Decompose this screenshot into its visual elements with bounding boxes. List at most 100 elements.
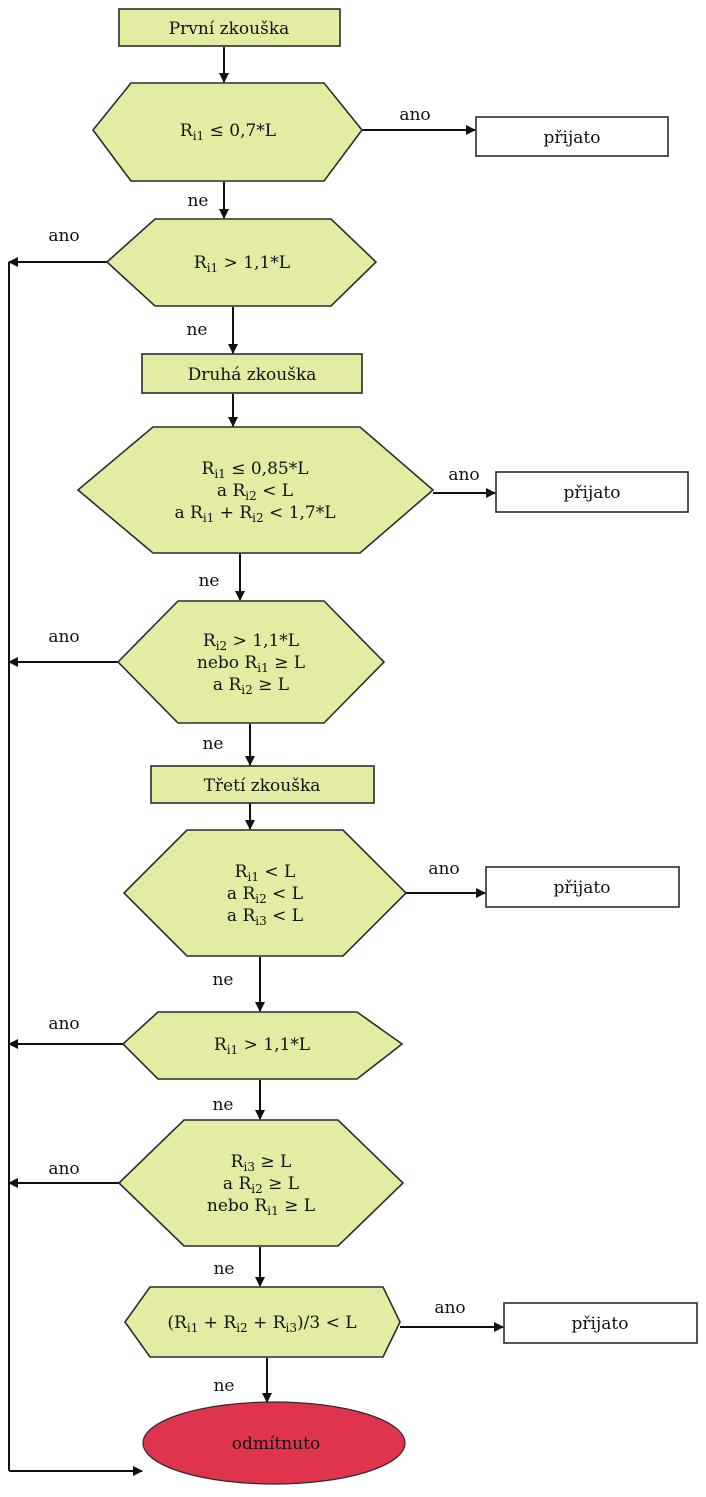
subscript: i3 [243, 1160, 254, 1174]
text-segment: < L [267, 906, 303, 926]
label-yes-d3: ano [448, 465, 479, 485]
label-yes-d8: ano [434, 1298, 465, 1318]
text-segment: R [202, 459, 216, 479]
text-segment: R [231, 1152, 245, 1172]
decision-d3-line-1: Ri1 ≤ 0,85*L [202, 459, 309, 481]
text-segment: a R [213, 675, 243, 695]
stage-third: Třetí zkouška [150, 765, 375, 804]
subscript: i2 [251, 1182, 262, 1196]
decision-d5-line-3: a Ri3 < L [227, 906, 303, 928]
result-rejected-label: odmítnuto [232, 1434, 320, 1454]
text-segment: (R [167, 1313, 188, 1333]
subscript: i1 [227, 1043, 238, 1057]
stage-second-label: Druhá zkouška [188, 365, 317, 385]
flow-lines [8, 47, 504, 1476]
subscript: i2 [245, 489, 256, 503]
decision-d3-line-2: a Ri2 < L [217, 481, 293, 503]
text-segment: R [235, 862, 249, 882]
label-no-d5: ne [212, 970, 233, 990]
text-segment: R [214, 1035, 228, 1055]
result-accepted-3: přijato [485, 866, 680, 908]
decision-d5-line-1: Ri1 < L [235, 862, 296, 884]
result-accepted-3-label: přijato [554, 878, 611, 898]
decision-d1-text: Ri1 ≤ 0,7*L [180, 121, 276, 143]
text-segment: < 1,7*L [264, 503, 336, 523]
text-segment: < L [257, 481, 293, 501]
result-rejected: odmítnuto [142, 1401, 406, 1485]
subscript: i1 [247, 870, 258, 884]
decision-d1-line-1: Ri1 ≤ 0,7*L [180, 121, 276, 143]
decision-d6-text: Ri1 > 1,1*L [214, 1035, 310, 1057]
label-yes-d1: ano [399, 105, 430, 125]
text-segment: > 1,1*L [238, 1035, 310, 1055]
decision-d8-text: (Ri1 + Ri2 + Ri3)/3 < L [167, 1313, 356, 1335]
decision-d8-line-1: (Ri1 + Ri2 + Ri3)/3 < L [167, 1313, 356, 1335]
text-segment: ≥ L [255, 1152, 291, 1172]
text-segment: ≥ L [279, 1196, 315, 1216]
subscript: i2 [255, 892, 266, 906]
label-no-d7: ne [213, 1259, 234, 1279]
label-yes-d5: ano [428, 859, 459, 879]
decision-d8: (Ri1 + Ri2 + Ri3)/3 < L [124, 1286, 401, 1358]
label-yes-d6: ano [48, 1014, 79, 1034]
stage-first-label: První zkouška [169, 19, 290, 39]
label-no-d3: ne [198, 571, 219, 591]
text-segment: R [203, 631, 217, 651]
text-segment: a R [223, 1174, 253, 1194]
text-segment: nebo R [207, 1196, 269, 1216]
text-segment: nebo R [197, 653, 259, 673]
label-yes-d2: ano [48, 226, 79, 246]
text-segment: a R [174, 503, 204, 523]
edge-labels: ano ne ano ne ano ne ano ne ano ne ano n… [48, 105, 479, 1396]
text-segment: < L [259, 862, 295, 882]
decision-d2-text: Ri1 > 1,1*L [194, 253, 290, 275]
subscript: i2 [241, 683, 252, 697]
label-no-d2: ne [186, 320, 207, 340]
decision-d6: Ri1 > 1,1*L [121, 1011, 404, 1080]
decision-d4-line-1: Ri2 > 1,1*L [203, 631, 299, 653]
label-no-d4: ne [202, 734, 223, 754]
subscript: i1 [257, 661, 268, 675]
decision-d4-line-3: a Ri2 ≥ L [213, 675, 289, 697]
text-segment: ≥ L [269, 653, 305, 673]
text-segment: < L [267, 884, 303, 904]
decision-d2-line-1: Ri1 > 1,1*L [194, 253, 290, 275]
decision-d7-line-2: a Ri2 ≥ L [223, 1174, 299, 1196]
text-segment: + R [214, 503, 253, 523]
decision-d5-line-2: a Ri2 < L [227, 884, 303, 906]
label-yes-d4: ano [48, 627, 79, 647]
text-segment: + R [198, 1313, 237, 1333]
text-segment: > 1,1*L [227, 631, 299, 651]
label-yes-d7: ano [48, 1159, 79, 1179]
subscript: i1 [187, 1321, 198, 1335]
subscript: i2 [216, 639, 227, 653]
decision-d1: Ri1 ≤ 0,7*L [91, 82, 364, 182]
text-segment: ≥ L [253, 675, 289, 695]
text-segment: ≤ 0,85*L [226, 459, 309, 479]
label-no-d8: ne [213, 1376, 234, 1396]
text-segment: a R [227, 884, 257, 904]
decision-d2: Ri1 > 1,1*L [105, 218, 378, 307]
label-no-d6: ne [212, 1095, 233, 1115]
text-segment: R [194, 253, 208, 273]
text-segment: R [180, 121, 194, 141]
label-no-d1: ne [187, 191, 208, 211]
result-accepted-2-label: přijato [564, 483, 621, 503]
subscript: i1 [203, 511, 214, 525]
result-accepted-4: přijato [503, 1302, 698, 1344]
subscript: i1 [214, 467, 225, 481]
subscript: i3 [255, 914, 266, 928]
text-segment: )/3 < L [297, 1313, 357, 1333]
text-segment: a R [217, 481, 247, 501]
result-accepted-1: přijato [475, 116, 669, 157]
decision-d7-line-3: nebo Ri1 ≥ L [207, 1196, 315, 1218]
result-accepted-4-label: přijato [572, 1314, 629, 1334]
